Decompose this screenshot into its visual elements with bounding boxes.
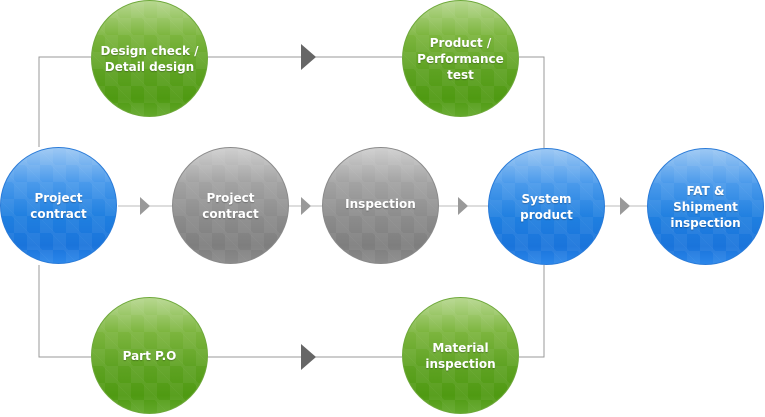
node-label: Design check / Detail design <box>100 43 199 74</box>
node-label: Inspection <box>345 196 416 211</box>
connector-start-to-partpo <box>38 265 91 358</box>
connector-product-to-system <box>519 56 545 148</box>
node-product-performance-test[interactable]: Product / Performance test <box>402 0 519 117</box>
node-material-inspection[interactable]: Material inspection <box>402 297 519 414</box>
connector-material-to-system <box>519 265 545 358</box>
arrow-inspection-to-system-icon <box>458 197 468 215</box>
node-label: Product / Performance test <box>417 35 504 82</box>
node-label: FAT & Shipment inspection <box>670 183 741 230</box>
node-label: Project contract <box>202 190 259 221</box>
node-label: System product <box>520 191 573 222</box>
node-fat-shipment-inspection[interactable]: FAT & Shipment inspection <box>647 148 764 265</box>
node-label: Project contract <box>30 190 87 221</box>
arrow-partpo-to-material-icon <box>301 344 316 370</box>
node-label: Part P.O <box>122 348 177 363</box>
arrow-system-to-fat-icon <box>620 197 630 215</box>
node-part-po[interactable]: Part P.O <box>91 297 208 414</box>
arrow-contract2-to-inspection-icon <box>301 197 311 215</box>
node-label: Material inspection <box>425 340 496 371</box>
node-project-contract-internal[interactable]: Project contract <box>172 147 289 264</box>
connector-start-to-design <box>38 56 91 147</box>
node-system-product[interactable]: System product <box>488 148 605 265</box>
arrow-start-to-contract2-icon <box>140 197 150 215</box>
arrow-design-to-product-icon <box>301 44 316 70</box>
node-inspection[interactable]: Inspection <box>322 147 439 264</box>
node-project-contract-start[interactable]: Project contract <box>0 147 117 264</box>
node-design-check[interactable]: Design check / Detail design <box>91 0 208 117</box>
